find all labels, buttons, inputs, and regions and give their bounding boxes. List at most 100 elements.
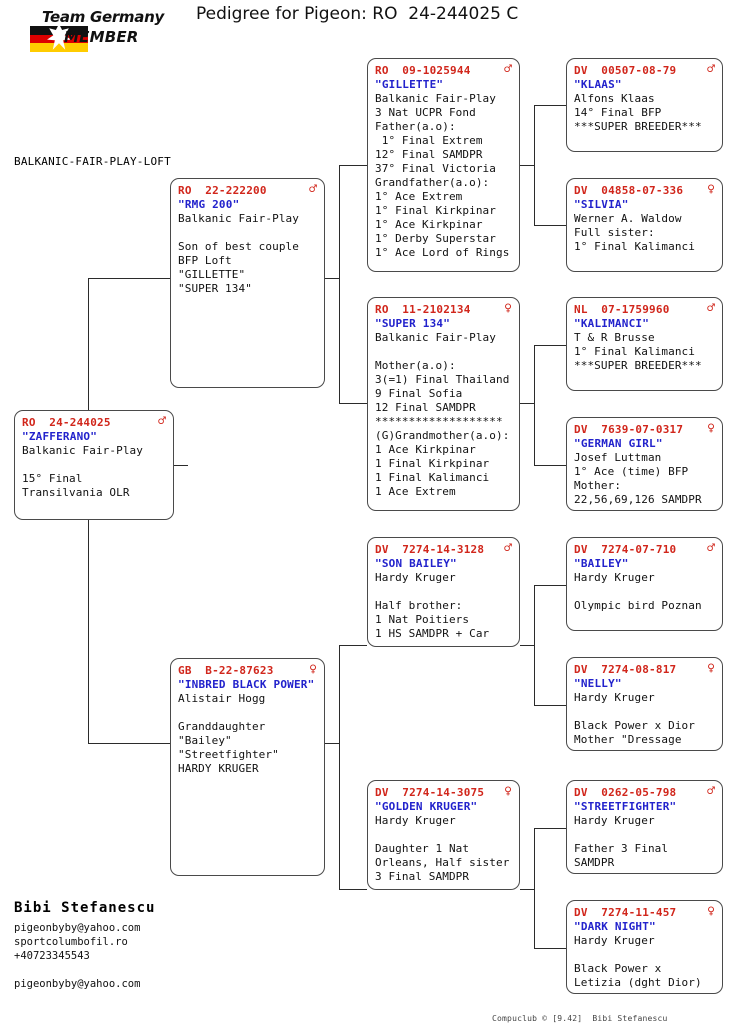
connector: [339, 889, 367, 891]
detail-line: 1° Final Kalimanci: [574, 240, 696, 253]
connector: [534, 105, 536, 225]
detail-line: 37° Final Victoria: [375, 162, 497, 175]
pigeon-nickname: "ZAFFERANO": [22, 430, 98, 443]
detail-line: "Streetfighter": [178, 748, 279, 761]
connector: [325, 743, 339, 745]
pedigree-card-great-grandparent-8[interactable]: DV 7274-11-457 ♀ "DARK NIGHT" Hardy Krug…: [566, 900, 723, 994]
connector: [534, 828, 536, 948]
detail-line: 3 Nat UCPR Fond: [375, 106, 476, 119]
connector: [534, 465, 566, 467]
detail-line: 3 Final SAMDPR: [375, 870, 470, 883]
pigeon-nickname: "STREETFIGHTER": [574, 800, 677, 813]
pedigree-card-paternal-grandfather[interactable]: RO 09-1025944 ♂ "GILLETTE" Balkanic Fair…: [367, 58, 520, 272]
detail-line: 15° Final: [22, 472, 83, 485]
detail-line: Hardy Kruger: [375, 814, 456, 827]
ring-number: DV 04858-07-336: [574, 184, 684, 197]
detail-line: Mother "Dressage: [574, 733, 682, 746]
detail-line: [375, 585, 513, 599]
connector: [174, 465, 188, 467]
detail-line: "Bailey": [178, 734, 232, 747]
ring-number: DV 00507-08-79: [574, 64, 677, 77]
detail-line: Father 3 Final: [574, 842, 669, 855]
pigeon-nickname: "RMG 200": [178, 198, 240, 211]
pedigree-card-subject[interactable]: RO 24-244025 ♂ "ZAFFERANO" Balkanic Fair…: [14, 410, 174, 520]
connector: [339, 645, 367, 647]
pedigree-card-great-grandparent-5[interactable]: DV 7274-07-710 ♂ "BAILEY" Hardy Kruger O…: [566, 537, 723, 631]
software-credit: Compuclub © [9.42] Bibi Stefanescu: [492, 1014, 668, 1023]
pedigree-card-great-grandparent-4[interactable]: DV 7639-07-0317 ♀ "GERMAN GIRL" Josef Lu…: [566, 417, 723, 511]
owner-email-secondary[interactable]: pigeonbyby@yahoo.com: [14, 978, 141, 990]
detail-line: "GILLETTE": [178, 268, 246, 281]
sex-symbol-male: ♂: [707, 301, 715, 316]
detail-line: 22,56,69,126 SAMDPR: [574, 493, 702, 506]
sex-symbol-female: ♀: [707, 661, 715, 676]
pedigree-card-paternal-grandmother[interactable]: RO 11-2102134 ♀ "SUPER 134" Balkanic Fai…: [367, 297, 520, 511]
detail-line: 1° Ace Lord of Rings: [375, 246, 510, 259]
pigeon-nickname: "SUPER 134": [375, 317, 451, 330]
pedigree-card-great-grandparent-3[interactable]: NL 07-1759960 ♂ "KALIMANCI" T & R Brusse…: [566, 297, 723, 391]
pigeon-nickname: "GERMAN GIRL": [574, 437, 663, 450]
sex-symbol-male: ♂: [707, 62, 715, 77]
pigeon-nickname: "SILVIA": [574, 198, 629, 211]
pedigree-card-father[interactable]: RO 22-222200 ♂ "RMG 200" Balkanic Fair-P…: [170, 178, 325, 388]
owner-website[interactable]: sportcolumbofil.ro: [14, 936, 128, 948]
detail-line: Werner A. Waldow: [574, 212, 682, 225]
detail-line: [574, 948, 716, 962]
detail-line: 9 Final Sofia: [375, 387, 463, 400]
detail-line: Alfons Klaas: [574, 92, 655, 105]
pedigree-card-maternal-grandfather[interactable]: DV 7274-14-3128 ♂ "SON BAILEY" Hardy Kru…: [367, 537, 520, 647]
detail-line: Hardy Kruger: [574, 691, 655, 704]
connector: [339, 165, 341, 403]
detail-line: [574, 585, 716, 599]
detail-line: Black Power x Dior: [574, 719, 696, 732]
ring-number: RO 11-2102134: [375, 303, 471, 316]
detail-line: Father(a.o):: [375, 120, 456, 133]
detail-line: 1 Final Kalimanci: [375, 471, 490, 484]
detail-line: 1 Final Kirkpinar: [375, 457, 490, 470]
connector: [534, 705, 566, 707]
detail-line: ***SUPER BREEDER***: [574, 359, 702, 372]
sex-symbol-male: ♂: [707, 784, 715, 799]
owner-name: Bibi Stefanescu: [14, 900, 156, 916]
detail-line: T & R Brusse: [574, 331, 655, 344]
sex-symbol-male: ♂: [504, 541, 512, 556]
pedigree-card-great-grandparent-6[interactable]: DV 7274-08-817 ♀ "NELLY" Hardy Kruger Bl…: [566, 657, 723, 751]
sex-symbol-female: ♀: [309, 662, 317, 677]
sex-symbol-male: ♂: [707, 541, 715, 556]
ring-number: RO 24-244025: [22, 416, 111, 429]
detail-line: Hardy Kruger: [574, 934, 655, 947]
connector: [534, 585, 566, 587]
detail-line: Full sister:: [574, 226, 655, 239]
detail-line: 1° Final Extrem: [375, 134, 483, 147]
connector: [534, 828, 566, 830]
connector: [534, 948, 566, 950]
detail-line: 12° Final SAMDPR: [375, 148, 483, 161]
pedigree-card-great-grandparent-1[interactable]: DV 00507-08-79 ♂ "KLAAS" Alfons Klaas 14…: [566, 58, 723, 152]
pedigree-card-great-grandparent-2[interactable]: DV 04858-07-336 ♀ "SILVIA" Werner A. Wal…: [566, 178, 723, 272]
detail-line: 3(=1) Final Thailand: [375, 373, 510, 386]
detail-line: Letizia (dght Dior): [574, 976, 702, 989]
connector: [534, 225, 566, 227]
connector: [520, 645, 534, 647]
pedigree-card-maternal-grandmother[interactable]: DV 7274-14-3075 ♀ "GOLDEN KRUGER" Hardy …: [367, 780, 520, 890]
detail-line: [178, 706, 318, 720]
connector: [339, 403, 367, 405]
detail-line: Daughter 1 Nat: [375, 842, 470, 855]
detail-line: Balkanic Fair-Play: [375, 92, 497, 105]
detail-line: Hardy Kruger: [574, 571, 655, 584]
ring-number: DV 0262-05-798: [574, 786, 677, 799]
connector: [325, 278, 339, 280]
sex-symbol-female: ♀: [707, 421, 715, 436]
detail-line: 1 Ace Extrem: [375, 485, 456, 498]
connector: [520, 165, 534, 167]
detail-line: Grandfather(a.o):: [375, 176, 490, 189]
detail-line: Olympic bird Poznan: [574, 599, 702, 612]
sex-symbol-male: ♂: [504, 62, 512, 77]
pedigree-card-great-grandparent-7[interactable]: DV 0262-05-798 ♂ "STREETFIGHTER" Hardy K…: [566, 780, 723, 874]
detail-line: Transilvania OLR: [22, 486, 130, 499]
pedigree-card-mother[interactable]: GB B-22-87623 ♀ "INBRED BLACK POWER" Ali…: [170, 658, 325, 876]
detail-line: Hardy Kruger: [375, 571, 456, 584]
owner-email[interactable]: pigeonbyby@yahoo.com: [14, 922, 141, 934]
detail-line: 1° Ace Extrem: [375, 190, 463, 203]
detail-line: Alistair Hogg: [178, 692, 266, 705]
